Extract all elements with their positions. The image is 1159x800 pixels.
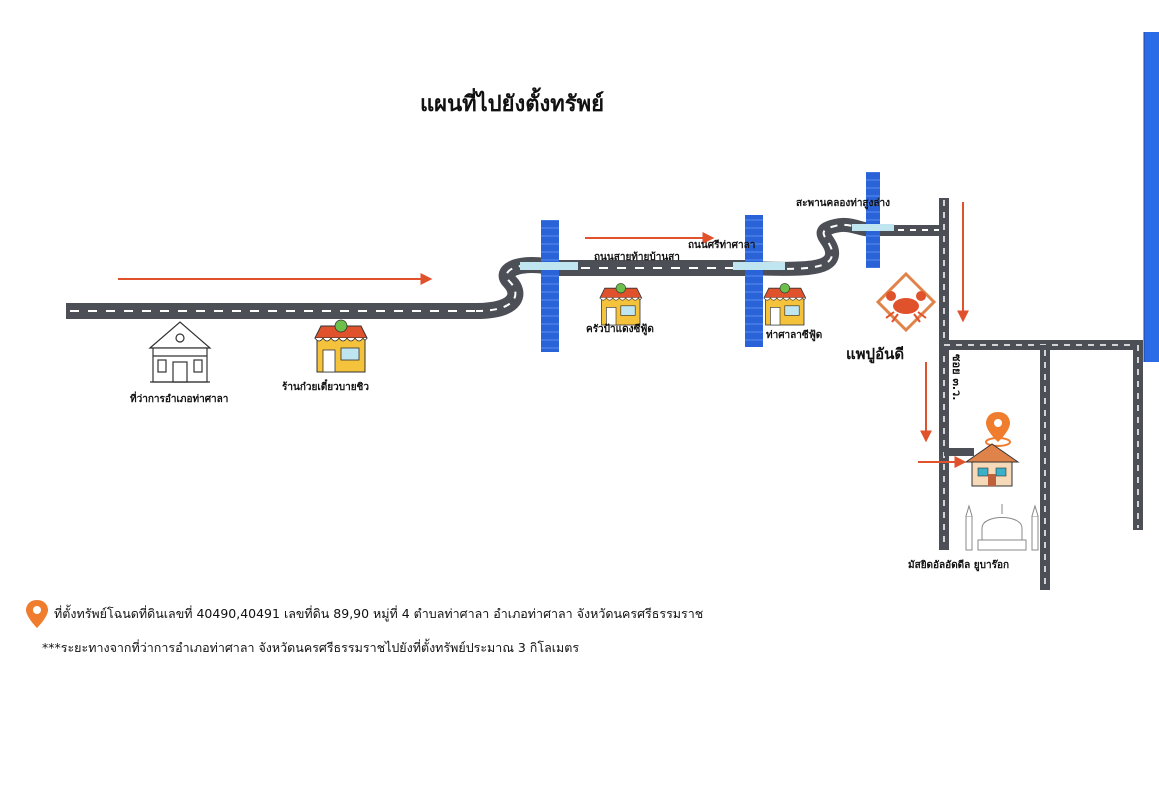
house-icon	[964, 443, 1020, 487]
canal-3	[852, 172, 894, 268]
district-office-icon	[148, 321, 212, 383]
shop-icon-seafood	[599, 283, 643, 326]
main-road	[66, 217, 944, 319]
canal-right	[1144, 32, 1159, 362]
location-pin-icon	[26, 600, 48, 628]
crab-icon	[875, 271, 937, 333]
label-bridge: สะพานคลองท่าสูงล่าง	[796, 198, 891, 209]
label-noodle-shop: ร้านก๋วยเตี๋ยวบายชิว	[282, 382, 369, 393]
label-seafood-shop: ครัวป้าแดงซีฟู้ด	[586, 324, 654, 335]
vertical-road	[939, 198, 1143, 590]
label-thasala-shop: ท่าศาลาซีฟู้ด	[766, 330, 823, 341]
label-crab-restaurant: แพปูอันดี	[846, 345, 905, 363]
footer-distance-note: ***ระยะทางจากที่ว่าการอำเภอท่าศาลา จังหว…	[42, 640, 580, 655]
location-pin-icon	[985, 412, 1011, 447]
label-district-office: ที่ว่าการอำเภอท่าศาลา	[130, 394, 229, 405]
label-road-upper: ถนนศรีท่าศาลา	[688, 240, 756, 251]
label-road-lower: ถนนสายท้ายบ้านสา	[594, 252, 680, 263]
shop-icon-thasala	[763, 283, 807, 326]
canal-1	[520, 220, 578, 352]
shop-icon-noodle	[314, 319, 368, 373]
footer-location-line: ที่ตั้งทรัพย์โฉนดที่ดินเลขที่ 40490,4049…	[54, 606, 704, 621]
canal-2	[733, 215, 785, 347]
label-mosque: มัสยิดอัลอัดดีล ยูบาร๊อก	[908, 560, 1010, 571]
mosque-icon	[965, 504, 1039, 551]
direction-arrows	[118, 202, 969, 468]
label-side-road: ซอย ๓.ว.	[950, 354, 963, 401]
page-title: แผนที่ไปยังตั้งทรัพย์	[420, 92, 605, 117]
